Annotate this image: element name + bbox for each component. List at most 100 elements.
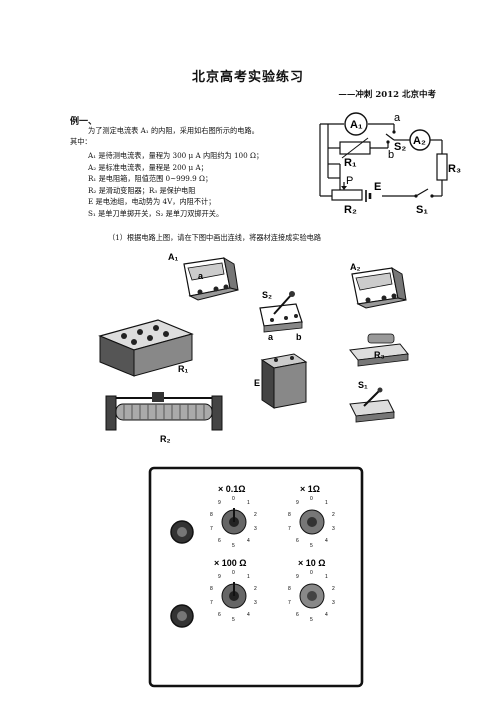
dial-digit: 5 — [310, 543, 313, 549]
dial-label: × 100 Ω — [214, 558, 247, 568]
apparatus-label-e: E — [254, 378, 260, 388]
example-heading: 例一、 — [70, 117, 98, 127]
apparatus-label-s2-a: a — [268, 332, 274, 342]
circuit-label-r2: R₂ — [344, 204, 357, 216]
dial-digit: 2 — [254, 512, 257, 518]
apparatus-label-a2: A₂ — [350, 262, 361, 272]
dial-digit: 8 — [210, 512, 213, 518]
circuit-label-r1: R₁ — [344, 157, 357, 169]
apparatus-label-s1: S₁ — [358, 380, 368, 390]
component-item: R₂ 是滑动变阻器；R₃ 是保护电阻 — [88, 185, 196, 195]
dial-digit: 7 — [288, 600, 291, 606]
dial-label: × 10 Ω — [298, 558, 325, 568]
document-subtitle: ——冲刺 2012 北京中考 — [338, 90, 436, 100]
resistance-box-panel: × 0.1Ω 0 1 2 3 4 5 6 7 8 9 × 1Ω 0 1 2 3 … — [148, 466, 364, 688]
dial-digit: 2 — [332, 586, 335, 592]
apparatus-label-s2-b: b — [296, 332, 302, 342]
dial-digit: 2 — [332, 512, 335, 518]
dial-x01[interactable]: × 0.1Ω 0 1 2 3 4 5 6 7 8 9 — [210, 484, 257, 549]
dial-digit: 8 — [288, 512, 291, 518]
dial-digit: 3 — [254, 600, 257, 606]
dial-digit: 9 — [296, 500, 299, 506]
dial-digit: 0 — [232, 570, 235, 576]
dial-digit: 3 — [332, 600, 335, 606]
dial-digit: 1 — [247, 500, 250, 506]
dial-digit: 6 — [296, 538, 299, 544]
dial-digit: 0 — [310, 570, 313, 576]
apparatus-label-r2: R₂ — [160, 434, 171, 444]
circuit-label-p: P — [346, 175, 353, 187]
dial-digit: 0 — [310, 496, 313, 502]
dial-digit: 7 — [288, 526, 291, 532]
dial-digit: 6 — [218, 538, 221, 544]
dial-digit: 4 — [325, 612, 328, 618]
circuit-label-a2: A₂ — [413, 135, 426, 147]
s1-switch-illustration: S₁ — [349, 380, 395, 423]
component-list: A₁ 是待测电流表，量程为 300 μ A 内阻约为 100 Ω； A₂ 是标准… — [88, 151, 320, 221]
intro-line-2: 其中： — [70, 137, 92, 146]
dial-digit: 3 — [332, 526, 335, 532]
dial-digit: 7 — [210, 600, 213, 606]
apparatus-drawing: A₁ a S₂ a b A₂ R₁ — [98, 252, 409, 444]
a1-meter-symbol — [344, 112, 368, 136]
dial-digit: 1 — [325, 574, 328, 580]
a1-meter-illustration: A₁ a — [168, 252, 239, 301]
dial-digit: 3 — [254, 526, 257, 532]
component-item: R₁ 是电阻箱，阻值范围 0~999.9 Ω； — [88, 174, 213, 184]
dial-digit: 4 — [325, 538, 328, 544]
a2-meter-symbol — [409, 129, 431, 151]
dial-x1[interactable]: × 1Ω 0 1 2 3 4 5 6 7 8 9 — [288, 484, 335, 549]
a2-meter-illustration: A₂ — [350, 262, 407, 309]
dial-digit: 2 — [254, 586, 257, 592]
dial-digit: 6 — [296, 612, 299, 618]
dial-x10[interactable]: × 10 Ω 0 1 2 3 4 5 6 7 8 9 — [288, 558, 335, 623]
dial-label: × 0.1Ω — [218, 484, 245, 494]
circuit-label-a: a — [394, 112, 401, 124]
dial-digit: 8 — [210, 586, 213, 592]
dial-digit: 1 — [325, 500, 328, 506]
dial-x100[interactable]: × 100 Ω 0 1 2 3 4 5 6 7 8 9 — [210, 558, 257, 623]
dial-digit: 4 — [247, 612, 250, 618]
dial-digit: 5 — [232, 543, 235, 549]
circuit-label-s1: S₁ — [416, 204, 428, 216]
dial-label: × 1Ω — [300, 484, 320, 494]
s1-switch-symbol — [415, 188, 429, 197]
apparatus-label-a1-terminal: a — [198, 271, 204, 281]
dial-digit: 5 — [232, 617, 235, 623]
instruction-text: （1）根据电路上图，请在下图中画出连线，将器材连接成实验电路 — [108, 233, 322, 242]
dial-digit: 6 — [218, 612, 221, 618]
apparatus-label-r3: R₃ — [374, 350, 385, 360]
r2-rheostat-symbol — [331, 189, 363, 201]
dial-digit: 9 — [218, 500, 221, 506]
dial-digit: 5 — [310, 617, 313, 623]
apparatus-label-a1: A₁ — [168, 252, 178, 262]
component-item: A₁ 是待测电流表，量程为 300 μ A 内阻约为 100 Ω； — [88, 151, 264, 160]
r3-resistor-symbol — [436, 153, 448, 181]
apparatus-label-r1: R₁ — [178, 364, 188, 374]
document-title: 北京高考实验练习 — [191, 70, 304, 85]
r3-resistor-illustration: R₃ — [349, 333, 409, 367]
r2-rheostat-illustration: R₂ — [105, 392, 223, 444]
intro-line-1: 为了测定电流表 A₁ 的内阻，采用如右图所示的电路。 — [88, 126, 259, 135]
s2-switch-illustration: S₂ a b — [259, 290, 303, 342]
component-item: S₁ 是单刀单掷开关，S₂ 是单刀双掷开关。 — [88, 208, 224, 218]
dial-digit: 9 — [218, 574, 221, 580]
component-item: E 是电池组，电动势为 4V，内阻不计； — [88, 197, 216, 207]
circuit-diagram: A₁ A₂ a b S₂ R₁ R₃ P E R₂ S₁ — [319, 112, 461, 216]
circuit-label-a1: A₁ — [350, 119, 363, 131]
dial-digit: 9 — [296, 574, 299, 580]
dial-digit: 4 — [247, 538, 250, 544]
circuit-label-s2: S₂ — [394, 141, 406, 153]
apparatus-label-s2: S₂ — [262, 290, 272, 300]
circuit-label-r3: R₃ — [448, 163, 461, 175]
battery-illustration: E — [254, 353, 308, 409]
dial-digit: 7 — [210, 526, 213, 532]
dial-digit: 8 — [288, 586, 291, 592]
circuit-label-b: b — [388, 149, 394, 161]
dial-digit: 0 — [232, 496, 235, 502]
circuit-label-e: E — [374, 181, 381, 193]
dial-digit: 1 — [247, 574, 250, 580]
component-item: A₂ 是标准电流表，量程是 200 μ A； — [88, 162, 208, 172]
r1-variable-arrow — [341, 137, 369, 159]
r1-resistance-box-illustration: R₁ — [98, 319, 194, 377]
